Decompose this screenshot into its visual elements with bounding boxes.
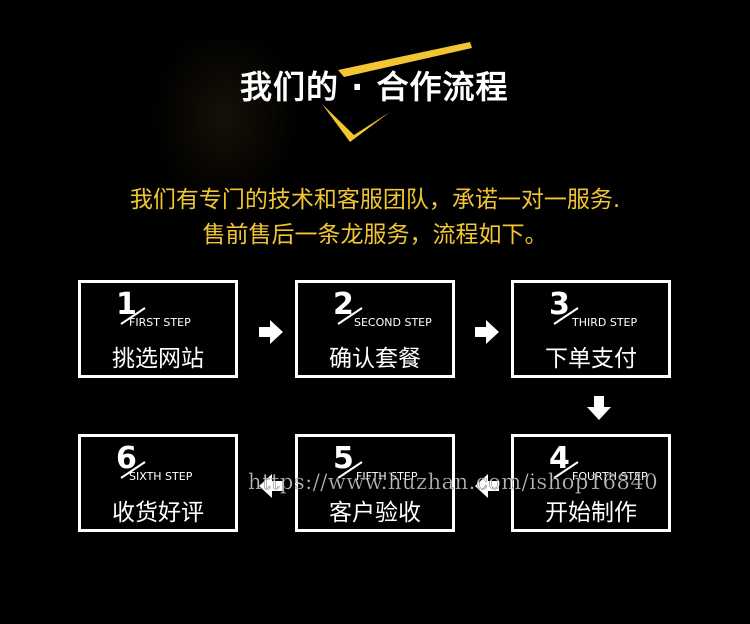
step-en-label: FIFTH STEP [356, 470, 418, 483]
step-card-3: 3 THIRD STEP 下单支付 [511, 280, 671, 378]
step-number: 3 [549, 287, 570, 322]
arrow-left-icon [259, 474, 283, 498]
arrow-left-icon [475, 474, 499, 498]
step-en-label: SIXTH STEP [129, 470, 193, 483]
step-cn-label: 客户验收 [329, 500, 421, 526]
background-figure [150, 40, 300, 210]
arrow-down-icon [587, 396, 611, 420]
step-cn-label: 确认套餐 [329, 346, 421, 372]
slash-icon [120, 461, 146, 479]
slash-icon [553, 307, 579, 325]
step-en-label: FIRST STEP [129, 316, 191, 329]
step-card-1: 1 FIRST STEP 挑选网站 [78, 280, 238, 378]
slash-icon [553, 461, 579, 479]
step-en-label: FOURTH STEP [572, 470, 648, 483]
page-title: 我们的 · 合作流程 [240, 68, 509, 106]
step-en-label: THIRD STEP [572, 316, 638, 329]
step-number: 1 [116, 287, 137, 322]
slash-icon [120, 307, 146, 325]
watermark-url: https://www.huzhan.com/ishop16840 [248, 470, 659, 494]
intro-line-1: 我们有专门的技术和客服团队，承诺一对一服务. [129, 187, 621, 213]
step-cn-label: 挑选网站 [112, 346, 204, 372]
step-cn-label: 收货好评 [112, 500, 204, 526]
step-card-5: 5 FIFTH STEP 客户验收 [295, 434, 455, 532]
step-cn-label: 下单支付 [545, 346, 637, 372]
slash-icon [337, 461, 363, 479]
step-number: 2 [333, 287, 354, 322]
slash-icon [337, 307, 363, 325]
title-decoration-icon [322, 42, 472, 142]
step-number: 5 [333, 441, 354, 476]
step-number: 6 [116, 441, 137, 476]
step-card-2: 2 SECOND STEP 确认套餐 [295, 280, 455, 378]
step-number: 4 [549, 441, 570, 476]
step-card-6: 6 SIXTH STEP 收货好评 [78, 434, 238, 532]
arrow-right-icon [259, 320, 283, 344]
step-card-4: 4 FOURTH STEP 开始制作 [511, 434, 671, 532]
step-en-label: SECOND STEP [354, 316, 432, 329]
step-cn-label: 开始制作 [545, 500, 637, 526]
arrow-right-icon [475, 320, 499, 344]
intro-line-2: 售前售后一条龙服务，流程如下。 [202, 222, 548, 248]
